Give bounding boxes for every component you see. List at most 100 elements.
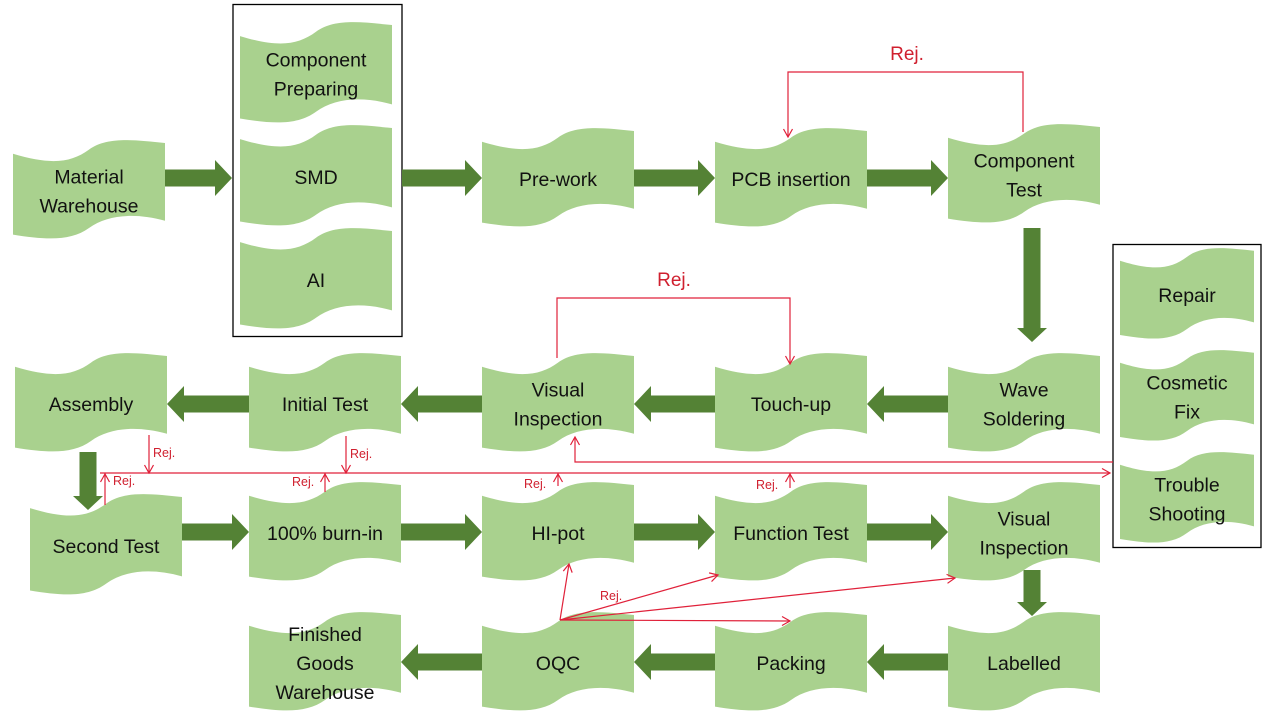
node-assembly: Assembly <box>15 353 167 452</box>
reject-label-oqc: Rej. <box>600 589 622 603</box>
node-label: Trouble <box>1154 475 1219 497</box>
node-shape <box>482 128 634 227</box>
node-shape <box>240 22 392 123</box>
reject-label-assembly: Rej. <box>153 446 175 460</box>
node-label: PCB insertion <box>731 169 850 191</box>
rework-group-box <box>1112 243 1262 549</box>
node-label: Second Test <box>53 536 161 558</box>
node-label: OQC <box>536 653 580 675</box>
node-label: Labelled <box>987 653 1061 675</box>
node-shape <box>948 353 1100 452</box>
node-shape <box>948 482 1100 581</box>
node-label: Warehouse <box>276 682 375 704</box>
flow-arrow-pcb-insertion-to-component-test <box>867 160 948 196</box>
node-label: Function Test <box>733 523 849 545</box>
flow-arrow-smt-group-to-pre-work <box>402 160 482 196</box>
node-label: Packing <box>756 653 825 675</box>
rework-return-line <box>574 437 1113 463</box>
node-second-test: Second Test <box>30 494 182 595</box>
reject-label-component-test: Rej. <box>890 44 924 65</box>
reject-oqc-to-hi-pot <box>559 563 570 621</box>
reject-lines <box>99 71 1113 626</box>
node-shape <box>948 612 1100 711</box>
node-label: 100% burn-in <box>267 523 383 545</box>
reject-arrowhead <box>569 435 581 446</box>
node-shape <box>715 482 867 581</box>
node-label: Preparing <box>274 79 359 101</box>
reject-arrowhead <box>99 472 111 483</box>
reject-label-visual-inspection: Rej. <box>657 270 691 291</box>
node-shape <box>240 228 392 329</box>
node-shape <box>249 482 401 581</box>
node-shape <box>715 128 867 227</box>
flow-arrow-visual-inspection-1-to-initial-test <box>401 386 482 422</box>
node-function-test: Function Test <box>715 482 867 581</box>
node-label: Soldering <box>983 409 1065 431</box>
node-shape <box>948 124 1100 223</box>
node-label: Shooting <box>1149 504 1226 526</box>
node-label: Fix <box>1174 402 1200 424</box>
node-label: Test <box>1006 180 1042 202</box>
flow-arrow-wave-soldering-to-touch-up <box>867 386 948 422</box>
node-label: Material <box>54 167 123 189</box>
reject-loop-component-test <box>787 71 1024 137</box>
node-shape <box>715 353 867 452</box>
flow-arrow-material-warehouse-to-smt-group <box>165 160 232 196</box>
reject-arrowhead <box>781 615 792 626</box>
node-shape <box>1120 248 1254 339</box>
node-shape <box>1120 350 1254 441</box>
node-shape <box>482 482 634 581</box>
node-label: Warehouse <box>40 196 139 218</box>
reject-oqc-to-packing <box>559 619 791 622</box>
node-repair: Repair <box>1120 248 1254 339</box>
flow-arrow-packing-to-oqc <box>634 644 715 680</box>
flow-arrow-burn-in-to-hi-pot <box>401 514 482 550</box>
node-label: Visual <box>532 380 585 402</box>
node-label: Component <box>266 50 367 72</box>
node-shape <box>30 494 182 595</box>
node-shape <box>240 125 392 226</box>
node-oqc: OQC <box>482 612 634 711</box>
reject-arrowhead <box>784 472 796 483</box>
node-label: Goods <box>296 653 354 675</box>
node-shape <box>1120 452 1254 543</box>
flow-arrow-labelled-to-packing <box>867 644 948 680</box>
node-label: Inspection <box>980 538 1069 560</box>
node-label: Inspection <box>514 409 603 431</box>
reject-arrowhead <box>143 464 155 475</box>
node-label: AI <box>307 270 325 292</box>
reject-label-burn-in: Rej. <box>292 475 314 489</box>
node-smd: SMD <box>240 125 392 226</box>
node-label: Component <box>974 151 1075 173</box>
node-initial-test: Initial Test <box>249 353 401 452</box>
node-label: Visual <box>998 509 1051 531</box>
node-label: HI-pot <box>531 523 585 545</box>
reject-oqc-to-function-test <box>559 574 719 621</box>
flow-arrow-pre-work-to-pcb-insertion <box>634 160 715 196</box>
reject-label-initial-test: Rej. <box>350 447 372 461</box>
process-nodes: MaterialWarehouseComponentPreparingSMDAI… <box>13 22 1254 711</box>
node-shape <box>249 612 401 711</box>
reject-arrowhead <box>552 472 564 483</box>
flow-arrow-component-test-to-wave-soldering <box>1017 228 1047 342</box>
reject-arrowhead <box>562 562 573 573</box>
node-shape <box>15 353 167 452</box>
node-shape <box>482 612 634 711</box>
flow-arrows <box>73 160 1047 680</box>
node-shape <box>715 612 867 711</box>
reject-arrowhead <box>319 472 331 483</box>
reject-loop-visual-inspection <box>556 297 791 364</box>
node-hi-pot: HI-pot <box>482 482 634 581</box>
reject-arrowhead <box>708 572 720 582</box>
node-labelled: Labelled <box>948 612 1100 711</box>
node-label: Repair <box>1158 285 1216 307</box>
reject-arrowhead <box>340 464 352 475</box>
node-label: Pre-work <box>519 169 597 191</box>
